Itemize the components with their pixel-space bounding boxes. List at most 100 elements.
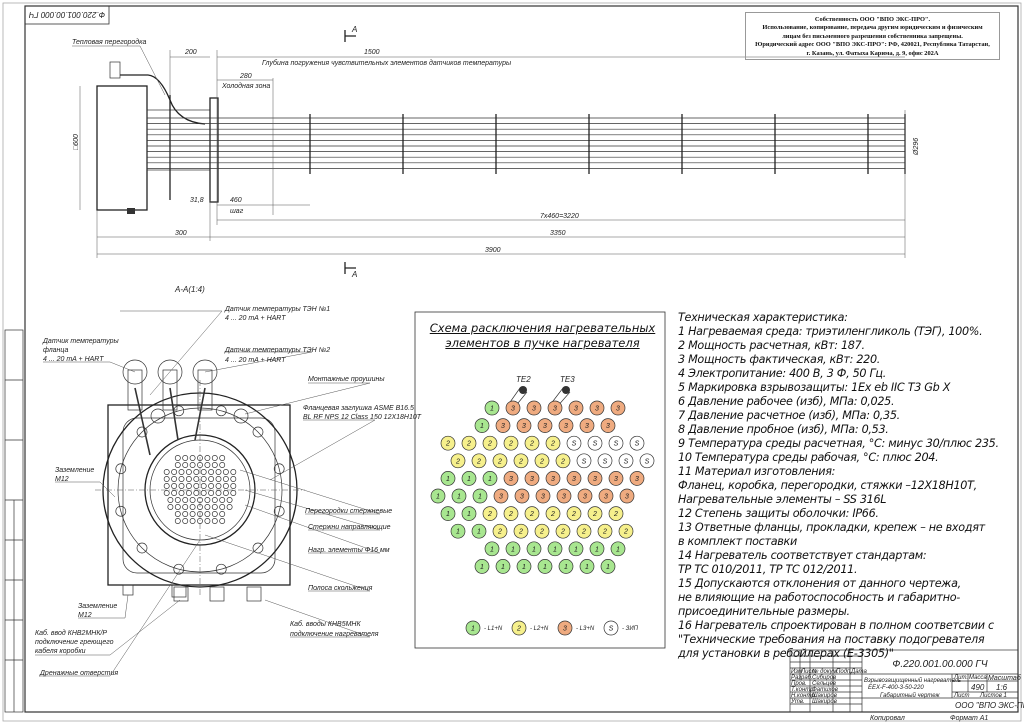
- heating-element-l3: 3: [505, 400, 521, 416]
- tech-line: 13 Ответные фланцы, прокладки, крепеж – …: [678, 521, 985, 534]
- element-code: 2: [539, 458, 544, 465]
- legend-label: - L2+N: [530, 626, 549, 632]
- heating-element-l2: 2: [534, 523, 550, 539]
- tube-hole: [211, 504, 218, 510]
- element-code: 2: [487, 511, 492, 518]
- company-name: ООО "ВПО ЭКС-ПРО": [955, 701, 1024, 710]
- heating-element-l3: 3: [610, 400, 626, 416]
- tube-hole: [219, 518, 226, 524]
- element-code: 1: [467, 511, 471, 518]
- tech-line: 10 Температура среды рабочая, °С: плюс 2…: [678, 451, 939, 464]
- element-code: S: [572, 441, 577, 448]
- tb-role: Утв.: [790, 699, 805, 705]
- scale-value: 1:6: [996, 683, 1008, 692]
- element-code: 3: [585, 423, 589, 430]
- left-stamp: [4, 329, 24, 713]
- mass-value: 490: [971, 683, 985, 692]
- tube-hole: [171, 469, 178, 475]
- element-code: 1: [522, 564, 526, 571]
- label-blind-flange-spec: BL RF NPS 12 Class 150 12Х18Н10Т: [303, 414, 422, 421]
- label-immersion-depth: Глубина погружения чувствительных элемен…: [262, 59, 512, 67]
- label-flange-sensor-signal: 4 ... 20 mA + HART: [43, 356, 104, 363]
- tube-hole: [211, 511, 218, 517]
- element-code: 2: [487, 441, 492, 448]
- element-code: 1: [478, 494, 482, 501]
- tube-hole: [208, 476, 215, 482]
- heating-element-l1: 1: [558, 559, 574, 574]
- legend-item: 1- L1+N: [465, 620, 503, 636]
- element-code: 1: [477, 529, 481, 536]
- element-code: 1: [456, 529, 460, 536]
- element-code: 2: [623, 529, 628, 536]
- heating-element-l3: 3: [526, 400, 542, 416]
- tube-hole: [163, 490, 170, 496]
- heating-element-l2: 2: [492, 523, 508, 539]
- heating-element-l1: 1: [484, 541, 500, 557]
- label-guides: Стержни направляющие: [308, 524, 391, 531]
- element-code: 2: [476, 458, 481, 465]
- legend-code: 3: [563, 626, 567, 633]
- tube-hole: [215, 469, 222, 475]
- legend-swatch: [557, 620, 573, 636]
- label-gland-1-c: кабеля коробки: [35, 647, 86, 655]
- element-code: 2: [571, 511, 576, 518]
- heating-element-l3: 3: [535, 488, 551, 504]
- tube-hole: [182, 462, 189, 468]
- heating-element-spare: S: [639, 453, 655, 469]
- label-flange-sensor: Датчик температуры: [42, 338, 119, 345]
- element-code: 3: [541, 494, 545, 501]
- tech-line: 9 Температура среды расчетная, °С: минус…: [678, 437, 999, 450]
- heating-element-l2: 2: [482, 506, 498, 521]
- tech-line: для установки в ребойлерах (Е-3305)": [678, 647, 894, 660]
- label-gland-2: Каб. вводы КНВ5МНК: [290, 620, 361, 628]
- rotated-designation: Ф.220.001.00.000 ГЧ: [28, 10, 105, 19]
- element-code: 3: [625, 494, 629, 501]
- tube-hole: [219, 504, 226, 510]
- heating-element-l1: 1: [461, 506, 477, 521]
- heating-element-l2: 2: [482, 435, 498, 451]
- tube-hole: [163, 483, 170, 489]
- element-code: 2: [602, 529, 607, 536]
- tb-role: Н.контр.: [791, 693, 816, 699]
- heating-element-spare: S: [587, 435, 603, 451]
- tube-hole: [185, 476, 192, 482]
- tube-hole: [204, 497, 211, 503]
- tech-line: 5 Маркировка взрывозащиты: 1Ex eb IIC T3…: [678, 381, 951, 394]
- element-code: 3: [574, 406, 578, 413]
- heating-element-l3: 3: [608, 471, 624, 486]
- tube-hole: [197, 504, 203, 510]
- legend-swatch: [465, 620, 481, 636]
- lit-label: Лит.: [953, 675, 968, 681]
- tube-hole: [219, 455, 226, 461]
- tube-hole: [222, 490, 229, 496]
- element-code: 1: [543, 564, 547, 571]
- element-code: 2: [529, 441, 534, 448]
- tube-hole: [230, 490, 237, 496]
- terminal-box: [96, 85, 148, 211]
- tube-hole: [226, 497, 233, 503]
- heating-element-l3: 3: [566, 471, 582, 486]
- element-code: 3: [595, 406, 599, 413]
- legend-code: 2: [516, 626, 521, 633]
- dim-296: Ø296: [913, 138, 920, 156]
- heating-element-l1: 1: [484, 400, 500, 416]
- dim-3350: 3350: [550, 230, 566, 237]
- section-mark-bottom: А: [351, 270, 357, 279]
- tb-name: Шакиров: [812, 699, 837, 705]
- heating-element-l1: 1: [440, 471, 456, 486]
- heating-element-l3: 3: [600, 418, 616, 433]
- tube-hole: [174, 462, 181, 468]
- tb-col-header: Подп.: [836, 669, 852, 675]
- heating-element-l3: 3: [629, 471, 645, 486]
- label-sensor-2: Датчик температуры ТЭН №2: [224, 347, 330, 354]
- heating-element-l3: 3: [545, 471, 561, 486]
- element-code: 3: [520, 494, 524, 501]
- heating-element-l3: 3: [514, 488, 530, 504]
- heating-element-l1: 1: [430, 488, 446, 504]
- element-code: 1: [616, 546, 620, 553]
- legend-item: 2 - L2+N: [511, 620, 549, 636]
- tube-hole: [222, 476, 229, 482]
- sensor-cable: [120, 74, 206, 125]
- tube-hole: [193, 476, 200, 482]
- heating-element-l1: 1: [537, 559, 553, 574]
